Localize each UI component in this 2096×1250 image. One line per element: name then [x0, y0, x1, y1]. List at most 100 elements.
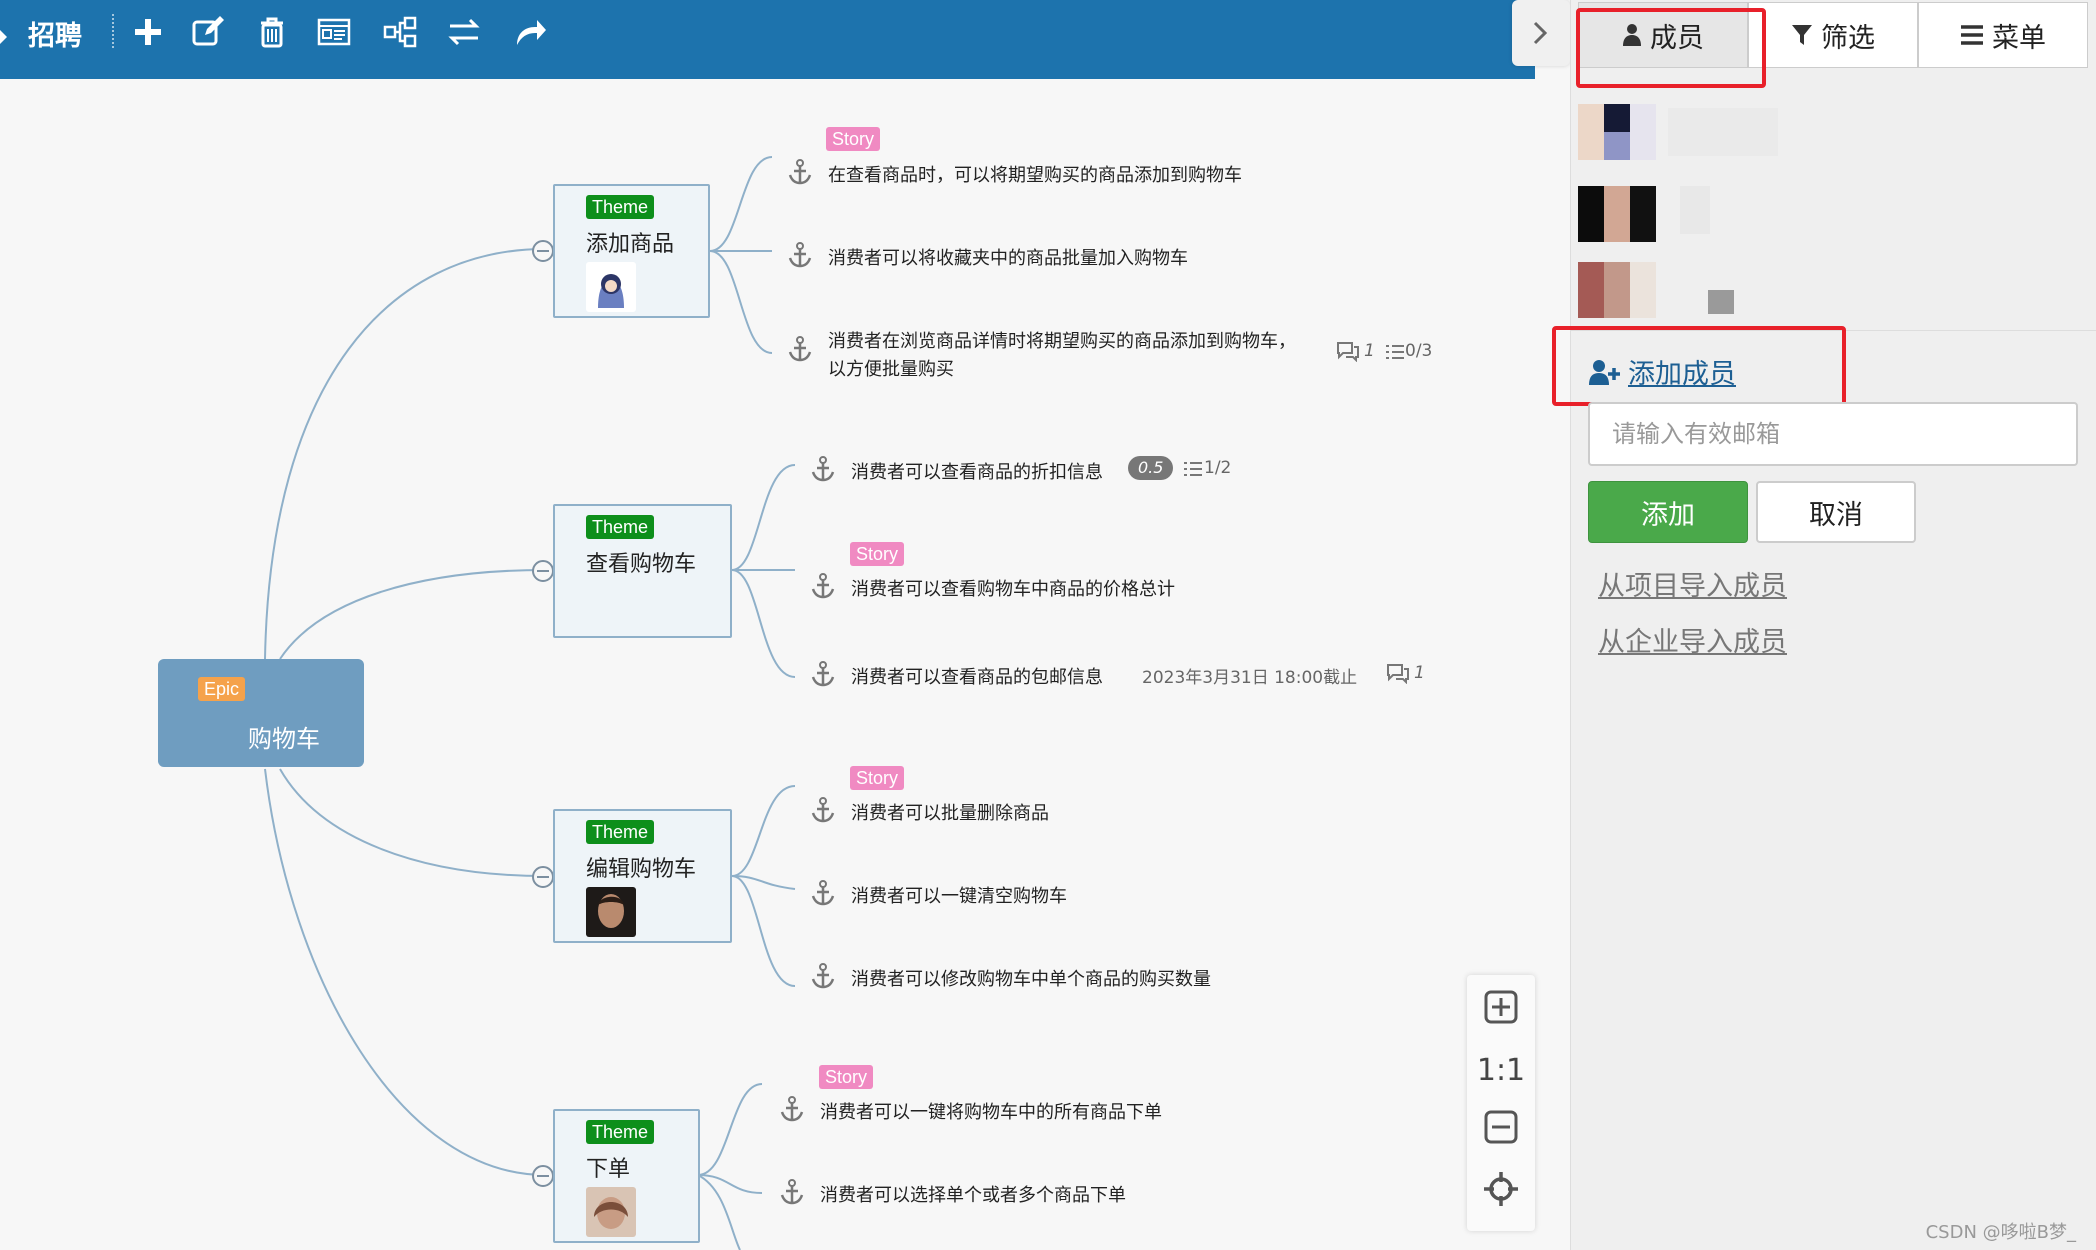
member-avatar[interactable]: [1578, 186, 1656, 242]
avatar: [586, 1187, 636, 1237]
tab-label: 成员: [1650, 22, 1704, 54]
collapse-toggle[interactable]: [532, 240, 554, 262]
tab-menu[interactable]: 菜单: [1918, 2, 2088, 68]
redo-icon[interactable]: [510, 12, 550, 52]
deadline-text: 2023年3月31日 18:00截止: [1142, 668, 1358, 688]
story-item[interactable]: 消费者可以查看商品的折扣信息: [851, 462, 1103, 483]
theme-node[interactable]: Theme 下单: [553, 1109, 700, 1243]
task-count: 1/2: [1204, 458, 1232, 478]
edit-icon[interactable]: [188, 12, 228, 52]
avatar: [586, 262, 636, 312]
story-item-line2[interactable]: 以方便批量购买: [828, 359, 954, 380]
theme-label: 下单: [586, 1157, 631, 1182]
comment-count: 1: [1414, 663, 1425, 683]
story-badge: Story: [819, 1065, 874, 1089]
collapse-toggle[interactable]: [532, 560, 554, 582]
add-member-label: 添加成员: [1628, 359, 1736, 390]
story-badge: Story: [826, 127, 881, 151]
zoom-reset-button[interactable]: 1:1: [1476, 1053, 1526, 1088]
project-title[interactable]: 招聘: [28, 21, 82, 52]
story-item[interactable]: 消费者在浏览商品详情时将期望购买的商品添加到购物车，: [828, 331, 1296, 352]
anchor-icon: [811, 661, 835, 687]
collapse-triangle-icon[interactable]: [0, 30, 7, 44]
task-list-icon: [1184, 462, 1202, 476]
highlight-box: [1576, 8, 1766, 88]
theme-node[interactable]: Theme 查看购物车: [553, 504, 732, 638]
anchor-icon: [788, 242, 812, 268]
cancel-button[interactable]: 取消: [1756, 481, 1916, 543]
theme-badge: Theme: [586, 515, 655, 539]
story-item[interactable]: 消费者可以将收藏夹中的商品批量加入购物车: [828, 248, 1188, 269]
avatar: [586, 887, 636, 937]
hierarchy-icon[interactable]: [380, 12, 420, 52]
mindmap-canvas[interactable]: Epic 购物车 Theme 添加商品 Story 在查看商品时，可以将期望购买…: [0, 79, 1570, 1250]
tab-filter[interactable]: 筛选: [1748, 2, 1918, 68]
story-item[interactable]: 消费者可以查看购物车中商品的价格总计: [851, 579, 1175, 600]
tab-label: 菜单: [1992, 22, 2046, 54]
highlight-box: [1552, 326, 1846, 406]
panel-toggle-button[interactable]: [1512, 0, 1570, 66]
anchor-icon: [788, 336, 812, 362]
zoom-in-icon[interactable]: [1481, 987, 1521, 1027]
story-item[interactable]: 消费者可以一键清空购物车: [851, 886, 1067, 907]
filter-icon: [1792, 25, 1812, 45]
locate-center-icon[interactable]: [1481, 1169, 1521, 1209]
member-panel: [1570, 0, 2096, 1250]
connector-lines: [264, 156, 796, 1250]
anchor-icon: [788, 159, 812, 185]
swap-icon[interactable]: [444, 12, 484, 52]
theme-node[interactable]: Theme 添加商品: [553, 184, 710, 318]
story-badge: Story: [850, 766, 905, 790]
top-toolbar: 招聘: [0, 0, 1535, 79]
anchor-icon: [811, 573, 835, 599]
add-button[interactable]: 添加: [1588, 481, 1748, 543]
epic-node[interactable]: Epic 购物车: [158, 659, 364, 767]
zoom-out-icon[interactable]: [1481, 1107, 1521, 1147]
theme-label: 添加商品: [586, 232, 675, 257]
anchor-icon: [811, 880, 835, 906]
anchor-icon: [780, 1096, 804, 1122]
theme-label: 查看购物车: [586, 552, 697, 577]
tab-members[interactable]: 成员: [1578, 2, 1748, 68]
divider: [1570, 330, 2096, 331]
plus-icon[interactable]: [128, 12, 168, 52]
zoom-controls: 1:1: [1467, 975, 1535, 1231]
anchor-icon: [811, 797, 835, 823]
theme-badge: Theme: [586, 1120, 655, 1144]
comment-icon: [1337, 342, 1359, 362]
anchor-icon: [811, 456, 835, 482]
story-item[interactable]: 消费者可以修改购物车中单个商品的购买数量: [851, 969, 1211, 990]
collapse-toggle[interactable]: [532, 1165, 554, 1187]
story-item[interactable]: 消费者可以查看商品的包邮信息: [851, 667, 1103, 688]
task-count: 0/3: [1405, 341, 1433, 361]
anchor-icon: [780, 1179, 804, 1205]
comment-count: 1: [1364, 341, 1375, 361]
story-item[interactable]: 消费者可以一键将购物车中的所有商品下单: [820, 1102, 1162, 1123]
import-from-enterprise-link[interactable]: 从企业导入成员: [1598, 627, 1787, 658]
epic-badge: Epic: [198, 677, 246, 701]
member-avatar[interactable]: [1578, 262, 1656, 318]
add-member-link[interactable]: 添加成员: [1588, 352, 1736, 391]
theme-node[interactable]: Theme 编辑购物车: [553, 809, 732, 943]
card-icon[interactable]: [314, 12, 354, 52]
user-plus-icon: [1589, 359, 1620, 385]
theme-badge: Theme: [586, 820, 655, 844]
email-input[interactable]: [1588, 402, 2078, 466]
trash-icon[interactable]: [252, 12, 292, 52]
story-badge: Story: [850, 542, 905, 566]
member-avatar[interactable]: [1578, 104, 1656, 160]
comment-icon: [1387, 664, 1409, 684]
watermark: CSDN @哆啦B梦_: [1925, 1222, 2076, 1243]
theme-badge: Theme: [586, 195, 655, 219]
story-item[interactable]: 消费者可以批量删除商品: [851, 803, 1049, 824]
chevron-right-icon: [1533, 21, 1548, 45]
story-points-badge: 0.5: [1128, 456, 1174, 480]
import-from-project-link[interactable]: 从项目导入成员: [1598, 571, 1787, 602]
story-item[interactable]: 消费者可以选择单个或者多个商品下单: [820, 1185, 1126, 1206]
member-name-blurred: [1668, 108, 1778, 156]
collapse-toggle[interactable]: [532, 866, 554, 888]
theme-label: 编辑购物车: [586, 857, 697, 882]
task-list-icon: [1386, 345, 1404, 359]
story-item[interactable]: 在查看商品时，可以将期望购买的商品添加到购物车: [828, 165, 1242, 186]
menu-icon: [1961, 25, 1983, 45]
